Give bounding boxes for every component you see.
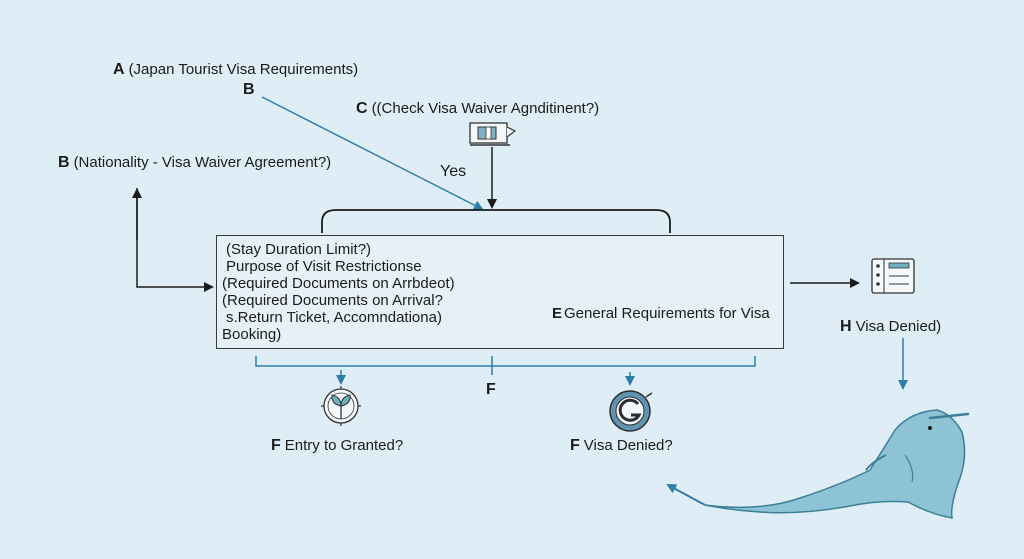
node-f-granted-text: Entry to Granted? bbox=[284, 437, 404, 454]
node-b-marker: B bbox=[243, 81, 255, 98]
filing-cabinet-icon bbox=[871, 258, 915, 294]
condition-item: (Required Documents on Arrival? bbox=[222, 292, 443, 309]
arrow-nationality-to-main bbox=[136, 188, 214, 292]
leaf-icon bbox=[321, 386, 361, 426]
node-c-letter: C bbox=[356, 100, 368, 117]
bottom-bracket bbox=[255, 356, 756, 367]
laptop-icon bbox=[469, 122, 517, 146]
whale-illustration bbox=[666, 409, 970, 519]
node-b-letter: B bbox=[58, 154, 70, 171]
condition-item: Purpose of Visit Restrictionse bbox=[226, 258, 422, 275]
condition-item: Booking) bbox=[222, 326, 282, 343]
node-f-denied-letter: F bbox=[570, 437, 580, 454]
condition-item: (Stay Duration Limit?) bbox=[226, 241, 372, 258]
main-requirements-box bbox=[216, 235, 784, 349]
node-h-text: Visa Denied) bbox=[855, 318, 942, 335]
node-h-letter: H bbox=[840, 318, 852, 335]
node-b-text: (Nationality - Visa Waiver Agreement?) bbox=[73, 154, 332, 171]
node-c-text: ((Check Visa Waiver Agnditinent?) bbox=[371, 100, 600, 117]
node-f-center: F bbox=[486, 381, 496, 398]
node-c-label: C((Check Visa Waiver Agnditinent?) bbox=[356, 100, 599, 118]
top-bracket bbox=[321, 209, 671, 233]
yes-label: Yes bbox=[440, 163, 467, 180]
node-a-label: A(Japan Tourist Visa Requirements) bbox=[113, 61, 358, 79]
node-a-text: (Japan Tourist Visa Requirements) bbox=[128, 61, 359, 78]
node-f-granted-letter: F bbox=[271, 437, 281, 454]
condition-item: (Required Documents on Arrbdeot) bbox=[222, 275, 455, 292]
node-b-label: B(Nationality - Visa Waiver Agreement?) bbox=[58, 154, 331, 172]
condition-item: s.Return Ticket, Accomndationa) bbox=[226, 309, 442, 326]
node-a-letter: A bbox=[113, 61, 125, 78]
node-e-letter: E bbox=[552, 305, 563, 322]
node-e-text: General Requirements for Visa bbox=[564, 305, 770, 322]
node-f-denied-text: Visa Denied? bbox=[583, 437, 673, 454]
arrow-b-to-main bbox=[261, 96, 484, 210]
g-circle-icon bbox=[609, 390, 653, 432]
